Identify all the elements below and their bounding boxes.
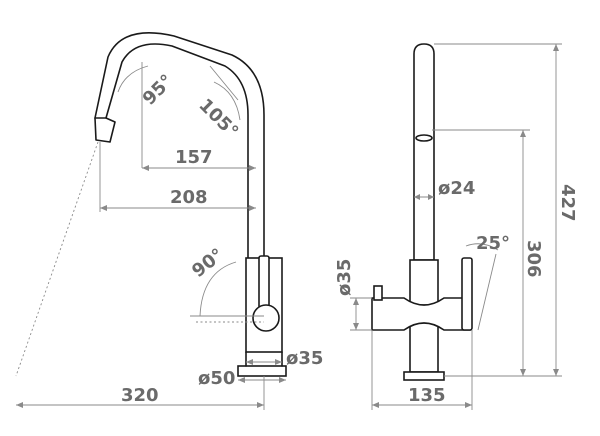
dim-157-arrow-left: [142, 165, 149, 171]
dim-306-label: 306: [523, 240, 544, 278]
dim-320-label: 320: [121, 385, 159, 406]
dim-dia35-front-arrow-bottom: [353, 323, 359, 330]
angle-25-label: 25°: [476, 233, 510, 254]
front-right-handle: [461, 257, 473, 331]
dim-306-arrow-top: [520, 130, 526, 137]
angle-95-label: 95°: [139, 71, 178, 110]
base-plate: [237, 365, 287, 377]
dim-208-arrow-right: [249, 205, 256, 211]
dim-208-label: 208: [170, 187, 208, 208]
angle-105-ext: [209, 65, 239, 101]
dim-dia50-label: ø50: [198, 368, 235, 389]
front-view: ø24 ø35 25° 306 427 135: [334, 43, 578, 410]
dim-dia35-front-arrow-top: [353, 298, 359, 305]
front-left-stub: [373, 285, 383, 301]
side-view: 95° 105° 157 208 90° ø50 ø35: [15, 32, 323, 410]
front-spout: [413, 43, 435, 261]
handle-lever: [258, 255, 270, 309]
dim-157-label: 157: [175, 147, 213, 168]
spray-trajectory: [15, 141, 99, 377]
dim-135-label: 135: [408, 385, 446, 406]
angle-90-label: 90°: [188, 244, 228, 282]
dim-dia35-side-label: ø35: [286, 348, 323, 369]
spray-head: [94, 117, 116, 143]
handle-knob: [252, 304, 280, 332]
dim-dia24-arrow-left: [414, 194, 420, 200]
spout-inner-contour: [94, 32, 265, 259]
angle-90-arc: [199, 261, 237, 317]
dim-dia35-side-arrow-right: [275, 359, 282, 365]
angle-25-arc: [465, 243, 499, 251]
dim-320-arrow-right: [257, 402, 264, 408]
front-base-plate: [403, 371, 445, 381]
dim-427-arrow-top: [553, 44, 559, 51]
dim-157-arrow-right: [249, 165, 256, 171]
dim-135-arrow-left: [372, 402, 379, 408]
dim-306-arrow-bottom: [520, 369, 526, 376]
dim-427-arrow-bottom: [553, 369, 559, 376]
angle-95-arc: [117, 65, 149, 93]
dim-dia24-label: ø24: [438, 178, 475, 199]
dim-320-arrow-left: [16, 402, 23, 408]
dim-dia35-front-label: ø35: [334, 259, 355, 296]
dim-135-arrow-right: [465, 402, 472, 408]
dim-dia24-arrow-right: [428, 194, 434, 200]
spout-outer-contour: [105, 43, 249, 259]
dim-dia50-arrow-left: [238, 377, 245, 383]
dim-dia35-side-arrow-left: [246, 359, 253, 365]
angle-25-ext: [477, 253, 497, 331]
dim-208-arrow-left: [100, 205, 107, 211]
dim-427-label: 427: [557, 184, 578, 222]
dim-dia50-arrow-right: [279, 377, 286, 383]
front-aerator: [415, 134, 433, 142]
angle-105-arc: [213, 81, 241, 121]
